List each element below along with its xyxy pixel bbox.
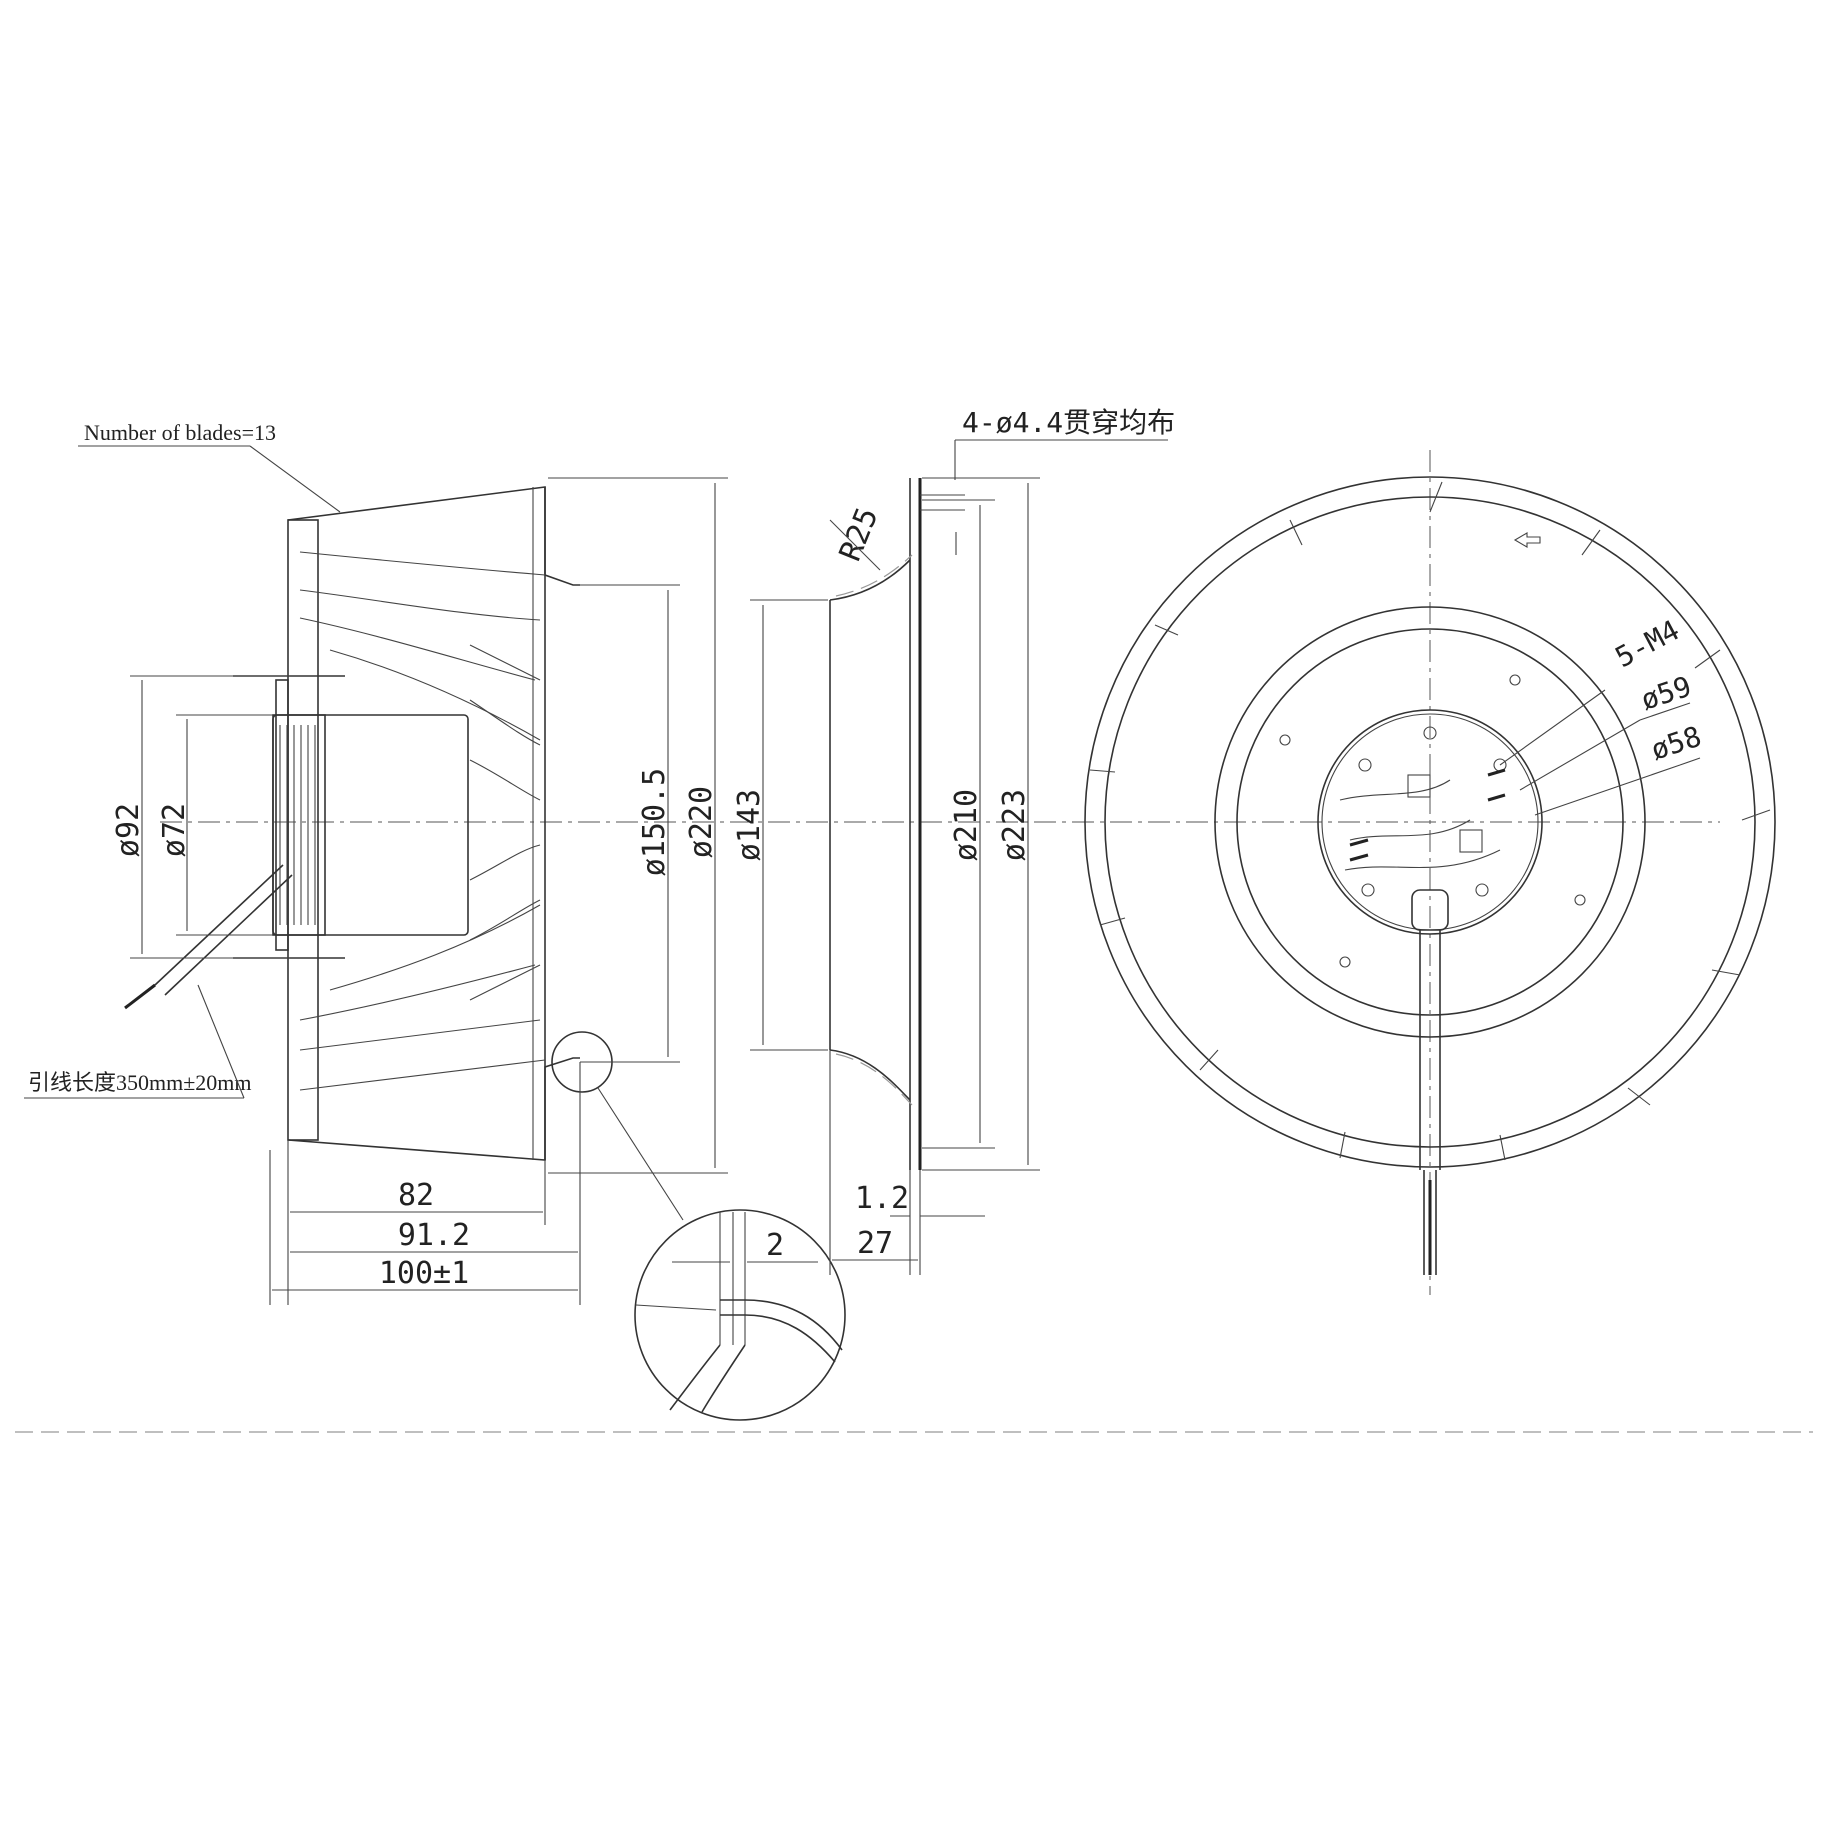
cable-exit [1411, 889, 1449, 931]
dim-d59: ø59 [1637, 670, 1695, 717]
side-view [124, 486, 1720, 1221]
detail-view: 2 [634, 1209, 846, 1421]
dim-d210: ø210 [949, 789, 984, 861]
dim-d72: ø72 [157, 803, 192, 857]
blade-tips [1089, 481, 1771, 1161]
note-through-holes: 4-ø4.4贯穿均布 [962, 406, 1175, 439]
dim-d150-5: ø150.5 [637, 768, 672, 876]
dim-t1-2: 1.2 [855, 1181, 909, 1216]
dim-len100: 100±1 [379, 1256, 469, 1291]
dim-r25: R25 [833, 503, 886, 566]
dim-d223: ø223 [997, 789, 1032, 861]
dim-gap2: 2 [766, 1228, 784, 1263]
hub-detail [1339, 726, 1507, 897]
note-lead-length: 引线长度350mm±20mm [28, 1070, 252, 1095]
side-view-dimensions: ø92 ø72 ø150.5 ø220 82 91.2 100±1 [111, 477, 728, 1305]
notes: Number of blades=13 引线长度350mm±20mm [24, 420, 341, 1099]
dim-d220: ø220 [684, 786, 719, 858]
inlet-ring-view: R25 ø143 ø210 ø223 4-ø4.4贯穿均布 1.2 27 [732, 406, 1175, 1275]
note-screw-holes: 5-M4 [1610, 613, 1685, 674]
lead-cable [124, 864, 293, 1010]
dim-d92: ø92 [111, 803, 146, 857]
dim-len91-2: 91.2 [398, 1218, 470, 1253]
front-view: 5-M4 ø59 ø58 [1084, 450, 1776, 1295]
rotation-arrow-icon [1513, 532, 1541, 548]
dim-d143: ø143 [732, 789, 767, 861]
dim-h27: 27 [857, 1226, 893, 1261]
motor-fins [279, 725, 316, 925]
dim-len82: 82 [398, 1178, 434, 1213]
note-blades: Number of blades=13 [84, 420, 276, 445]
